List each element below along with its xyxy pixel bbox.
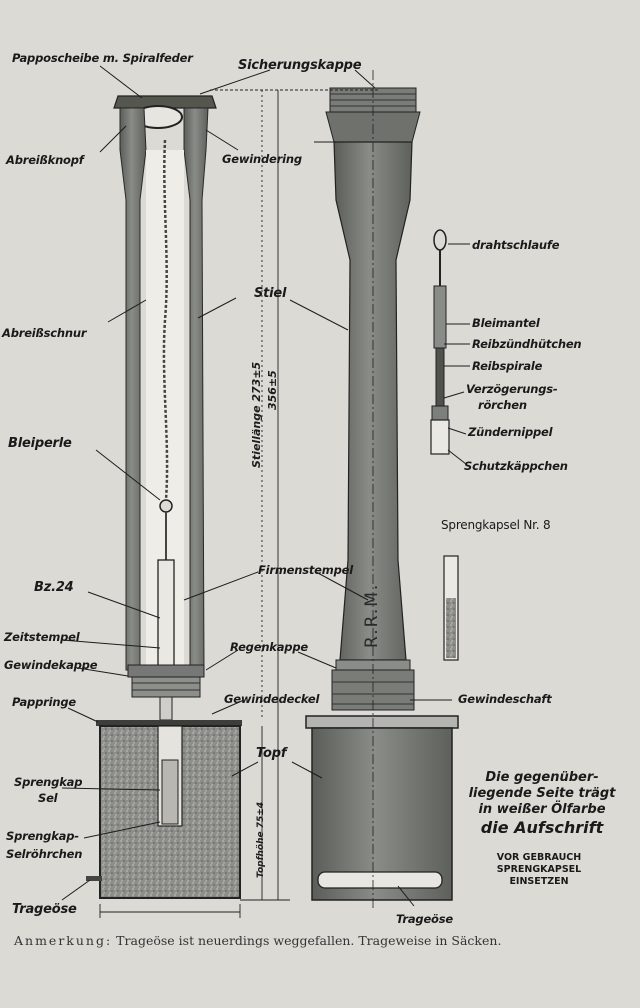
label-gewindekappe: Gewindekappe <box>4 658 98 672</box>
exterior-grenade <box>305 70 459 910</box>
dim-stiellaenge: Stiellänge 273±5 <box>250 361 263 468</box>
label-reibspirale: Reibspirale <box>472 359 543 373</box>
label-sprengkapsel-2: Sel <box>38 791 58 805</box>
label-gewindeschaft: Gewindeschaft <box>458 692 552 706</box>
label-regenkappe: Regenkappe <box>230 640 308 654</box>
stamp-rrm: R.R.M. <box>362 582 382 648</box>
caps-line-1: VOR GEBRAUCH <box>496 852 582 863</box>
footnote-lead: Anmerkung: <box>14 933 113 948</box>
label-pappringe: Pappringe <box>12 695 76 709</box>
note-line-3: in weißer Ölfarbe <box>478 802 606 817</box>
label-drahtschlaufe: drahtschlaufe <box>472 238 560 252</box>
dim-topfhoehe: Topfhöhe 75±4 <box>256 801 266 878</box>
label-bz24: Bz.24 <box>34 580 74 595</box>
label-abreissschnur: Abreißschnur <box>2 326 87 340</box>
label-firmenstempel: Firmenstempel <box>258 563 353 577</box>
leader-lines <box>61 65 470 907</box>
label-bleimantel: Bleimantel <box>472 316 540 330</box>
inscription-note: Die gegenüber- liegende Seite trägt in w… <box>452 770 632 838</box>
label-sprengkapselroehrchen-1: Sprengkap- <box>6 829 79 843</box>
label-verzoegerung-2: rörchen <box>478 398 527 412</box>
label-schutzkaeppchen: Schutzkäppchen <box>464 459 568 473</box>
label-bleiperle: Bleiperle <box>8 436 72 451</box>
note-line-2: liegende Seite trägt <box>468 786 616 801</box>
label-zuendernippel: Zündernippel <box>468 425 553 439</box>
label-reibzuendhuetchen: Reibzündhütchen <box>472 337 582 351</box>
label-verzoegerung-1: Verzögerungs- <box>466 382 558 396</box>
label-sprengkapsel-1: Sprengkap <box>14 775 83 789</box>
dimension-lines <box>99 89 380 918</box>
label-sprengkapsel-nr8: Sprengkapsel Nr. 8 <box>441 518 551 532</box>
dim-gesamtlaenge: 356±5 <box>266 370 279 410</box>
label-topf: Topf <box>256 746 287 761</box>
caps-line-2: SPRENGKAPSEL <box>496 864 582 875</box>
label-gewindedeckel: Gewindedeckel <box>224 692 320 706</box>
caps-line-3: EINSETZEN <box>509 876 569 887</box>
label-trageoese-left: Trageöse <box>12 902 77 917</box>
label-zeitstempel: Zeitstempel <box>4 630 80 644</box>
footnote-text: Trageöse ist neuerdings weggefallen. Tra… <box>112 933 502 948</box>
note-line-1: Die gegenüber- <box>485 770 599 785</box>
footnote: Anmerkung: Trageöse ist neuerdings wegge… <box>14 933 626 948</box>
label-trageoese-right: Trageöse <box>396 912 453 926</box>
label-stiel: Stiel <box>254 286 287 301</box>
inscription-caps: VOR GEBRAUCH SPRENGKAPSEL EINSETZEN <box>474 852 604 888</box>
label-pappscheibe: Papposcheibe m. Spiralfeder <box>12 51 193 65</box>
section-grenade <box>86 95 242 899</box>
note-line-4: die Aufschrift <box>480 818 604 837</box>
label-sicherungskappe: Sicherungskappe <box>238 58 362 73</box>
label-gewindering: Gewindering <box>222 152 302 166</box>
label-abreissknopf: Abreißknopf <box>6 153 84 167</box>
detonator-detail <box>430 229 459 661</box>
label-sprengkapselroehrchen-2: Selröhrchen <box>6 847 83 861</box>
